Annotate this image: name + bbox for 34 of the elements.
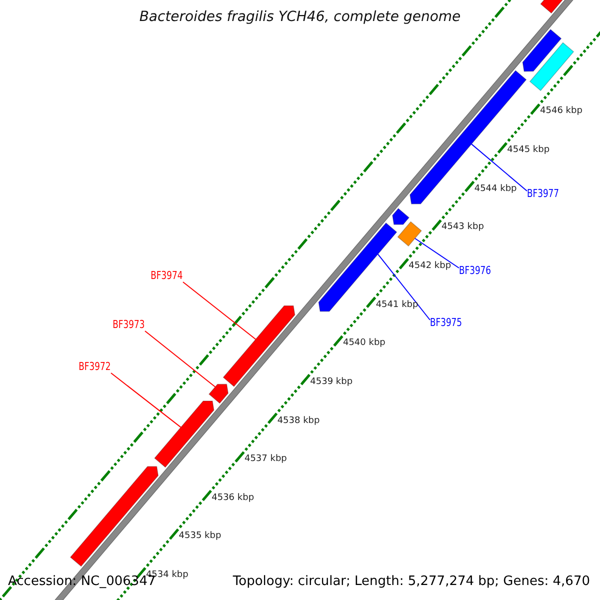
feature-block xyxy=(529,42,574,92)
gene-segment xyxy=(318,222,398,312)
leader-line xyxy=(144,330,216,388)
gene-label: BF3974 xyxy=(150,269,183,282)
gene-segment xyxy=(154,400,214,468)
gene-label: BF3976 xyxy=(459,264,492,277)
leader-line xyxy=(471,144,528,192)
scale-label: 4537 kbp xyxy=(244,454,287,464)
gene-segment xyxy=(522,28,562,72)
gene-label: BF3972 xyxy=(78,360,111,373)
gene-label: BF3973 xyxy=(112,318,145,331)
map-title: Bacteroides fragilis YCH46, complete genome xyxy=(139,9,461,25)
scale-label: 4543 kbp xyxy=(442,222,484,232)
scale-label: 4536 kbp xyxy=(212,492,254,503)
gene-label: BF3977 xyxy=(527,187,560,200)
scale-label: 4539 kbp xyxy=(310,376,353,387)
gene-segment xyxy=(208,384,229,404)
scale-label: 4540 kbp xyxy=(342,338,386,348)
leader-line xyxy=(414,238,460,268)
gene-segment xyxy=(70,466,159,567)
scale-label: 4545 kbp xyxy=(507,145,550,156)
leader-line xyxy=(182,282,256,340)
gene-segment xyxy=(392,208,410,225)
gene-label: BF3975 xyxy=(430,316,462,329)
scale-label: 4541 kbp xyxy=(376,300,418,310)
scale-label: 4542 kbp xyxy=(408,260,452,271)
scale-label: 4535 kbp xyxy=(178,531,222,542)
scale-label: 4538 kbp xyxy=(277,416,320,426)
scale-label: 4544 kbp xyxy=(474,184,517,194)
genome-summary: Topology: circular; Length: 5,277,274 bp; Genes: 4,670 xyxy=(232,574,590,589)
leader-line xyxy=(110,372,182,428)
leader-line xyxy=(377,254,430,320)
gene-segment xyxy=(222,305,296,388)
scale-label: 4546 kbp xyxy=(540,106,582,116)
